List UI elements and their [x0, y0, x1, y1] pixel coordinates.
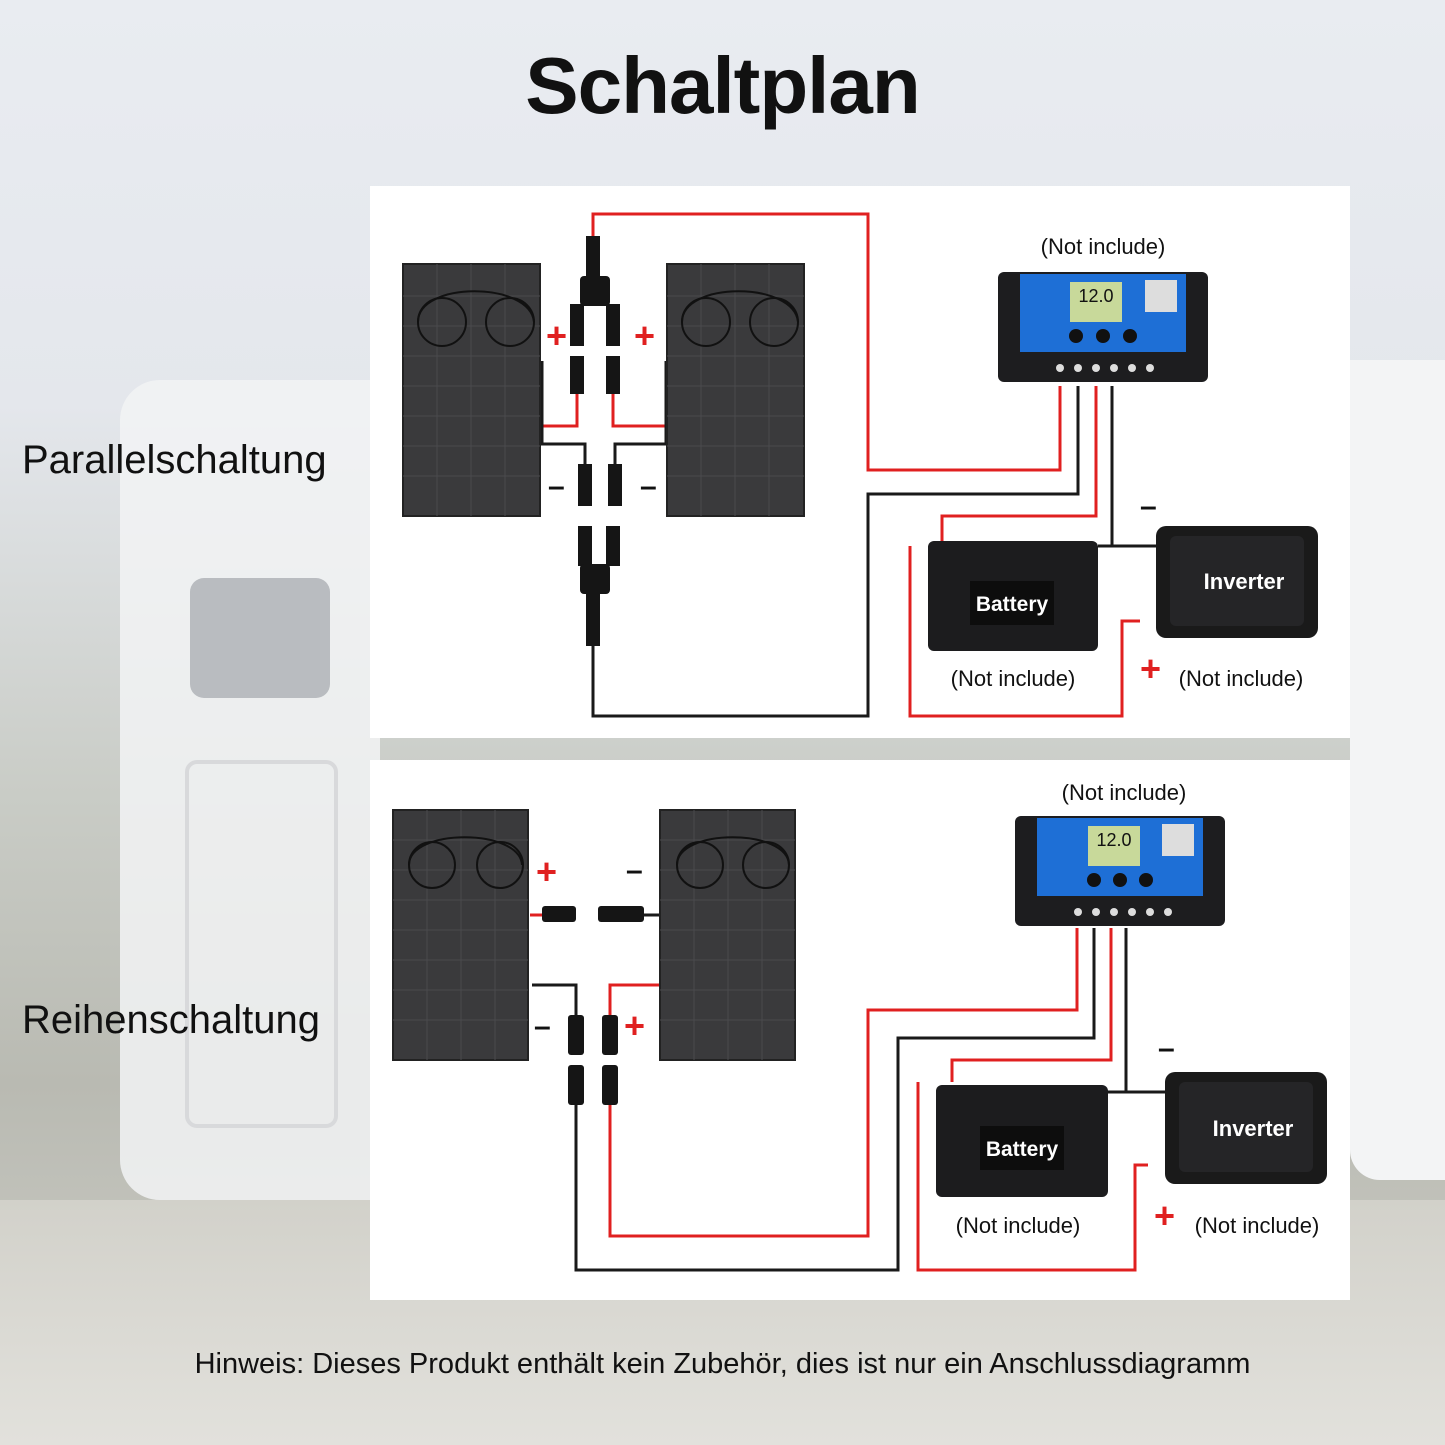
parallel-plus-sign-1: + [546, 315, 567, 356]
series-inverter-label: Inverter [1213, 1116, 1294, 1141]
parallel-battery: Battery [928, 541, 1098, 651]
parallel-battery-note: (Not include) [951, 666, 1076, 691]
parallel-inverter-note: (Not include) [1179, 666, 1304, 691]
background-rv-right [1350, 360, 1445, 1180]
parallel-inverter-minus: – [1140, 490, 1157, 523]
parallel-charge-controller: 12.0 [998, 272, 1208, 382]
parallel-negative-wires [540, 361, 1160, 718]
series-label: Reihenschaltung [22, 998, 320, 1042]
parallel-inverter: Inverter [1156, 526, 1318, 638]
parallel-inverter-label: Inverter [1204, 569, 1285, 594]
parallel-diagram-svg: + + – – (Not include) 12.0 Battery (Not … [402, 212, 1318, 718]
parallel-controller-note: (Not include) [1041, 234, 1166, 259]
series-positive-wires [530, 913, 1148, 1272]
hint-note: Hinweis: Dieses Produkt enthält kein Zub… [194, 1348, 1251, 1380]
parallel-solar-panel-2 [666, 263, 805, 517]
series-minus-sign-1: – [626, 854, 643, 887]
page-title: Schaltplan [525, 41, 921, 130]
series-battery-label: Battery [986, 1138, 1059, 1161]
series-plus-sign-2: + [624, 1005, 645, 1046]
series-negative-wires [532, 913, 1168, 1272]
series-minus-sign-2: – [534, 1010, 551, 1043]
parallel-inverter-plus: + [1140, 648, 1161, 689]
parallel-minus-sign-1: – [548, 470, 565, 503]
parallel-battery-label: Battery [976, 593, 1049, 616]
parallel-positive-wires [540, 212, 1140, 718]
parallel-label: Parallelschaltung [22, 438, 327, 482]
series-diagram-svg: + – – + (Not include) 12.0 Battery (Not … [392, 780, 1327, 1272]
series-battery: Battery [936, 1085, 1108, 1197]
parallel-solar-panel-1 [402, 263, 541, 517]
parallel-minus-sign-2: – [640, 470, 657, 503]
series-connectors [542, 906, 644, 1105]
series-plus-sign-1: + [536, 851, 557, 892]
parallel-diagram: + + – – (Not include) 12.0 Battery (Not … [370, 186, 1350, 738]
series-controller-note: (Not include) [1062, 780, 1187, 805]
parallel-branch-connectors [570, 236, 622, 646]
series-inverter: Inverter [1165, 1072, 1327, 1184]
series-solar-panel-2 [659, 809, 796, 1061]
series-solar-panel-1 [392, 809, 529, 1061]
background-rv-door [185, 760, 338, 1128]
series-charge-controller: 12.0 [1015, 816, 1225, 926]
series-diagram: + – – + (Not include) 12.0 Battery (Not … [370, 760, 1350, 1300]
parallel-plus-sign-2: + [634, 315, 655, 356]
series-controller-display: 12.0 [1096, 830, 1131, 850]
parallel-controller-display: 12.0 [1078, 286, 1113, 306]
background-rv-window [190, 578, 330, 698]
series-inverter-note: (Not include) [1195, 1213, 1320, 1238]
series-inverter-minus: – [1158, 1032, 1175, 1065]
series-battery-note: (Not include) [956, 1213, 1081, 1238]
series-inverter-plus: + [1154, 1195, 1175, 1236]
